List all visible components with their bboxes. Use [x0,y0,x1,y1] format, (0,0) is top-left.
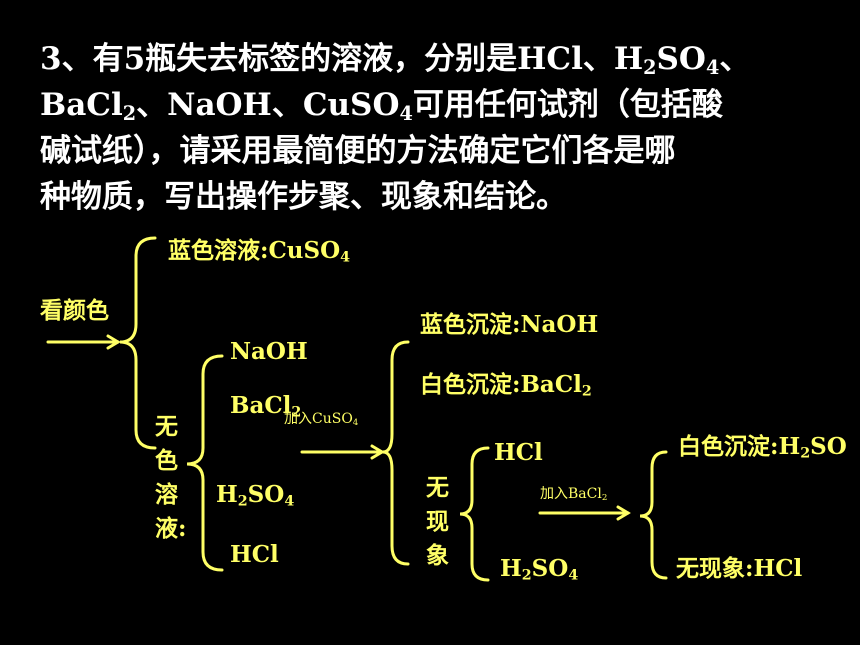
brace-colorless [186,354,224,572]
q2-sub-1: 2 [122,101,137,125]
group2-h2so4-a: H [500,555,522,582]
group1-naoh: NaOH [230,338,308,365]
add-cuso4-text: 加入CuSO [284,411,353,427]
white-precip-sub: 2 [581,383,592,400]
blue-solution-sub: 4 [340,249,351,266]
brace-bacl2-result [639,450,668,580]
arrowhead-add-bacl2 [616,505,631,521]
group2-hcl: HCl [494,439,543,466]
add-cuso4-sub: 4 [352,418,359,429]
group1-h2so4: H2SO4 [216,481,295,510]
q2-text-c: 可用任何试剂（包括酸 [412,87,723,123]
q1-text-a: 3、有5瓶失去标签的溶液，分别是HCl、H [40,41,644,77]
group2-h2so4-sub2: 4 [568,567,579,584]
question-line-4: 种物质，写出操作步聚、现象和结论。 [40,179,567,215]
white-precip2-sub1: 2 [800,445,811,462]
label-no-phenomenon-hcl: 无现象:HCl [676,555,803,582]
white-precip-text: 白色沉淀:BaCl [420,371,582,398]
group1-hcl: HCl [230,541,279,568]
label-blue-solution: 蓝色溶液:CuSO4 [168,237,351,266]
q1-text-b: SO [656,41,706,77]
arrowhead-look-color [106,334,121,350]
brace-no-phenomenon [459,446,490,582]
group1-bacl2-text: BaCl [230,392,292,419]
question-line-3: 碱试纸），请采用最简便的方法确定它们各是哪 [40,133,676,169]
label-look-color: 看颜色 [40,297,109,324]
no-phenomenon-char-1: 现 [426,508,449,535]
brace-look-color [119,236,157,450]
colorless-char-2: 溶 [155,481,178,508]
label-white-precipitate-2: 白色沉淀:H2SO [678,433,847,462]
brace-cuso4-result [382,340,410,566]
question-line-1: 3、有5瓶失去标签的溶液，分别是HCl、H2SO4、 [40,41,751,79]
label-add-bacl2: 加入BaCl2 [540,486,607,502]
add-bacl2-sub: 2 [601,493,608,504]
group1-h2so4-sub2: 4 [284,493,295,510]
colorless-char-0: 无 [155,413,178,440]
q1-sub-1: 2 [643,55,657,79]
blue-solution-text: 蓝色溶液:CuSO [168,237,341,264]
no-phenomenon-char-2: 象 [426,542,449,569]
label-white-precipitate: 白色沉淀:BaCl2 [420,371,592,400]
group1-bacl2-sub: 2 [291,404,302,421]
white-precip2-clip: 白色沉淀:H2SO [678,432,860,464]
group1-h2so4-a: H [216,481,238,508]
q2-text-b: 、NaOH、CuSO [136,87,400,123]
white-precip2-text-b: SO [810,433,847,460]
colorless-char-1: 色 [155,447,178,474]
question-line-2: BaCl2、NaOH、CuSO4可用任何试剂（包括酸 [40,87,723,125]
label-add-cuso4: 加入CuSO4 [284,411,358,427]
group1-bacl2: BaCl2 [230,392,302,421]
group1-h2so4-sub1: 2 [237,493,248,510]
group2-h2so4-b: SO [531,555,569,582]
q2-sub-2: 4 [399,101,413,125]
q1-text-c: 、 [719,41,751,77]
arrowhead-add-cuso4 [370,444,385,460]
no-phenomenon-char-0: 无 [426,474,449,501]
white-precip2-text-a: 白色沉淀:H [678,433,801,460]
colorless-char-3: 液: [155,515,187,542]
group1-h2so4-b: SO [247,481,285,508]
label-blue-precipitate: 蓝色沉淀:NaOH [420,311,599,338]
group2-h2so4-sub1: 2 [521,567,532,584]
group2-h2so4: H2SO4 [500,555,579,584]
q2-text-a: BaCl [40,87,123,123]
q1-sub-2: 4 [705,55,720,79]
add-bacl2-text: 加入BaCl [540,486,602,502]
